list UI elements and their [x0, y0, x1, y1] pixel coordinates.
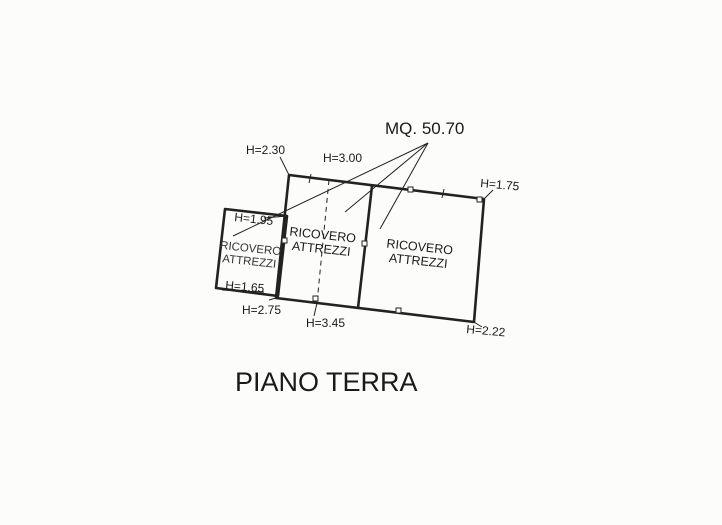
room-label-line2: ATTREZZI [222, 253, 277, 271]
height-label: H=2.30 [246, 143, 285, 157]
room-label-large: RICOVERO ATTREZZI [386, 237, 454, 271]
room-label-annex: RICOVERO ATTREZZI [219, 240, 281, 271]
total-area-label: MQ. 50.70 [385, 119, 464, 138]
ridge-line [316, 179, 330, 304]
area-leader-lines [232, 142, 429, 237]
wall-marks [281, 173, 483, 314]
floor-title: PIANO TERRA [235, 367, 418, 397]
height-label: H=1.95 [234, 210, 275, 228]
annex-outline [214, 207, 289, 298]
room-label-middle: RICOVERO ATTREZZI [289, 225, 357, 259]
height-label: H=1.75 [480, 176, 520, 193]
height-label: H=3.00 [323, 151, 362, 165]
height-leaders [221, 156, 494, 328]
height-label: H=2.22 [466, 322, 506, 339]
room-label-line1: RICOVERO [289, 225, 357, 246]
interior-wall [356, 185, 374, 309]
room-label-line2: ATTREZZI [388, 251, 448, 271]
height-label: H=1.65 [225, 278, 265, 295]
room-label-line1: RICOVERO [386, 237, 454, 258]
height-label: H=3.45 [306, 316, 345, 330]
room-label-line2: ATTREZZI [291, 239, 351, 259]
height-label: H=2.75 [242, 303, 281, 317]
